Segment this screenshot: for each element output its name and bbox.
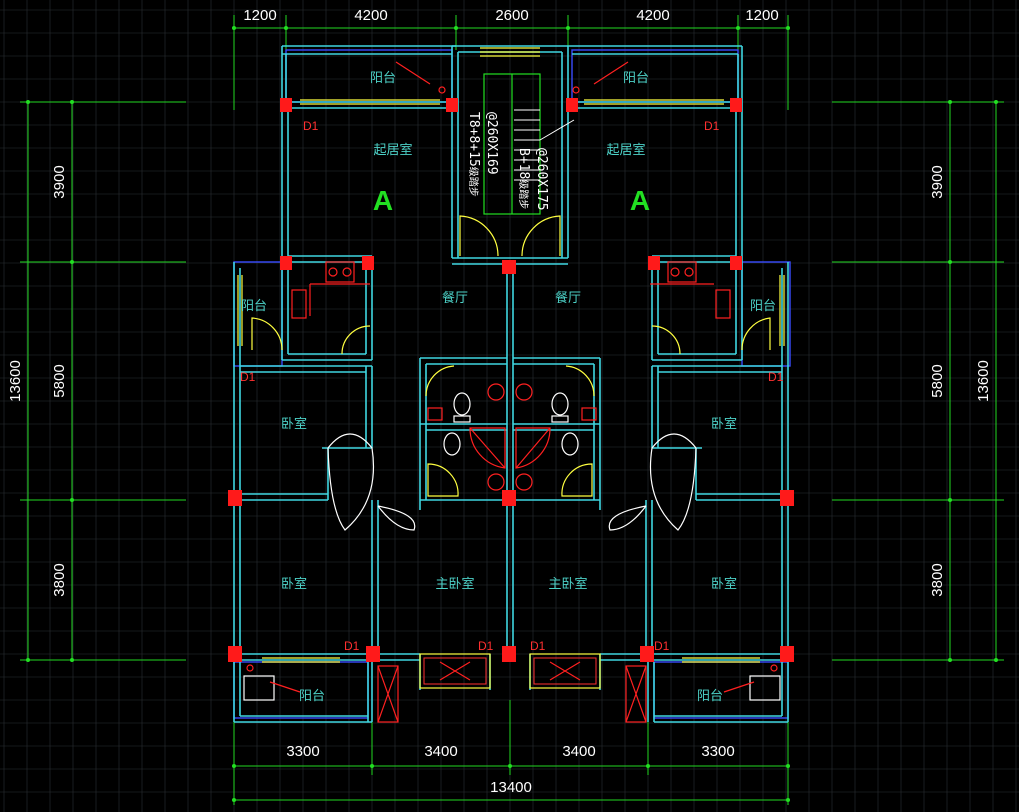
window-tag: D1 xyxy=(530,639,546,653)
dim-right-1: 3900 xyxy=(929,165,946,198)
window-tag: D1 xyxy=(768,370,784,384)
stairwell: T8+8+15级踏步 @260X169 B+18级踏步 @260X175 xyxy=(459,73,575,257)
room-balcony-mid-right: 阳台 xyxy=(750,299,776,314)
dim-left-1: 3900 xyxy=(51,165,68,198)
room-bedroom-mid-right: 卧室 xyxy=(711,416,737,432)
room-balcony-top-left: 阳台 xyxy=(370,71,396,86)
window-tag: D1 xyxy=(478,639,494,653)
room-labels: 阳台 阳台 起居室 起居室 餐厅 餐厅 阳台 阳台 卧室 卧室 卧室 卧室 主卧… xyxy=(241,71,776,704)
window-tag: D1 xyxy=(303,119,319,133)
room-balcony-mid-left: 阳台 xyxy=(241,299,267,314)
dim-right-3: 3800 xyxy=(929,563,946,596)
room-dining-left: 餐厅 xyxy=(442,290,468,306)
windows xyxy=(237,47,785,689)
doors xyxy=(251,317,771,531)
dim-left-total: 13600 xyxy=(7,360,24,402)
dim-bottom-total: 13400 xyxy=(490,779,532,796)
room-master-right: 主卧室 xyxy=(548,576,587,592)
dim-top-2: 4200 xyxy=(354,7,387,24)
dim-bottom-1: 3300 xyxy=(286,743,319,760)
dim-right-total: 13600 xyxy=(975,360,992,402)
fixtures xyxy=(243,61,781,723)
room-balcony-bottom-left: 阳台 xyxy=(299,689,325,704)
room-master-left: 主卧室 xyxy=(435,576,474,592)
window-tag: D1 xyxy=(344,639,360,653)
stair-spec-right-2: @260X175 xyxy=(534,148,549,211)
room-bedroom-bottom-left: 卧室 xyxy=(281,576,307,592)
room-bedroom-bottom-right: 卧室 xyxy=(711,576,737,592)
dim-top-5: 1200 xyxy=(745,7,778,24)
structural-columns xyxy=(228,98,794,662)
room-dining-right: 餐厅 xyxy=(555,290,581,306)
walls xyxy=(233,45,789,723)
dim-top-3: 2600 xyxy=(495,7,528,24)
stair-spec-right-1: B+18级踏步 xyxy=(516,148,531,209)
unit-marker-right: A xyxy=(630,185,650,216)
window-tag: D1 xyxy=(704,119,720,133)
dim-bottom-2: 3400 xyxy=(424,743,457,760)
dim-left-3: 3800 xyxy=(51,563,68,596)
dim-bottom-4: 3300 xyxy=(701,743,734,760)
room-living-right: 起居室 xyxy=(606,142,645,158)
window-tag: D1 xyxy=(240,370,256,384)
stair-spec-left-2: @260X169 xyxy=(484,112,499,175)
dim-top-4: 4200 xyxy=(636,7,669,24)
window-tag: D1 xyxy=(654,639,670,653)
room-balcony-bottom-right: 阳台 xyxy=(697,689,723,704)
unit-marker-left: A xyxy=(373,185,393,216)
dimension-lines xyxy=(20,15,1004,805)
room-balcony-top-right: 阳台 xyxy=(623,71,649,86)
stair-spec-left-1: T8+8+15级踏步 xyxy=(466,112,481,197)
dim-right-2: 5800 xyxy=(929,364,946,397)
room-living-left: 起居室 xyxy=(373,142,412,158)
dimension-texts: 1200 4200 2600 4200 1200 3300 3400 3400 … xyxy=(7,7,992,796)
dim-top-1: 1200 xyxy=(243,7,276,24)
room-bedroom-mid-left: 卧室 xyxy=(281,416,307,432)
window-tags: D1 D1 D1 D1 D1 D1 D1 D1 xyxy=(240,119,784,653)
dim-left-2: 5800 xyxy=(51,364,68,397)
dim-bottom-3: 3400 xyxy=(562,743,595,760)
